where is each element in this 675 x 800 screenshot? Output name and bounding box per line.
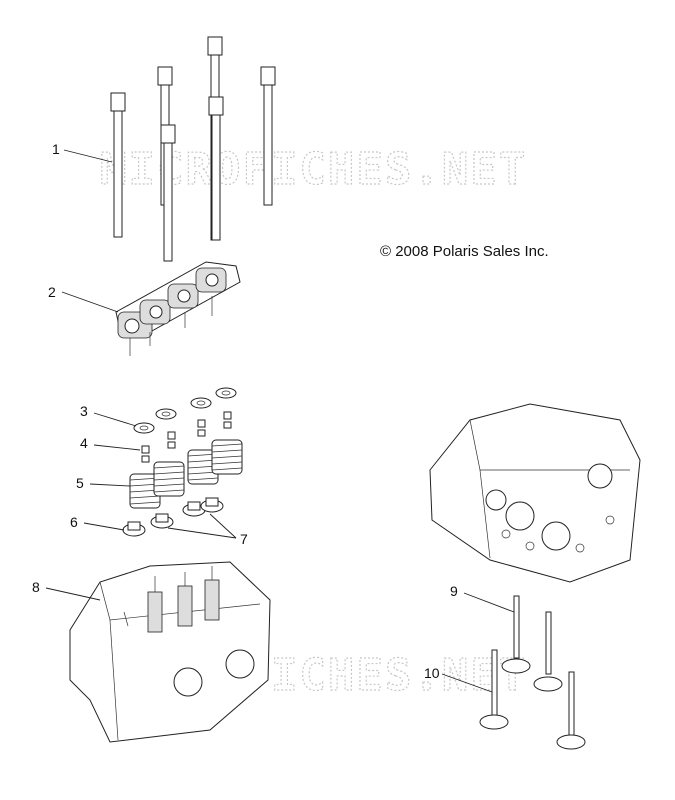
callout-5: 5: [76, 475, 84, 491]
valve-keeper-icon[interactable]: [141, 411, 232, 463]
callout-7: 7: [240, 531, 248, 547]
valve-seal-icon[interactable]: [122, 497, 224, 537]
leader-line-7a: [167, 527, 237, 539]
head-bolt-icon[interactable]: [110, 36, 276, 262]
callout-1: 1: [52, 141, 60, 157]
leader-line-2: [61, 291, 119, 313]
leader-line-5: [89, 483, 131, 487]
callout-10: 10: [424, 665, 440, 681]
leader-line-10: [441, 673, 493, 693]
intake-valve-icon[interactable]: [501, 595, 563, 692]
cylinder-head-icon[interactable]: [69, 561, 271, 743]
exhaust-valve-icon[interactable]: [479, 649, 586, 750]
leader-line-1: [63, 149, 113, 163]
callout-9: 9: [450, 583, 458, 599]
leader-line-6: [83, 522, 125, 531]
rocker-arm-assembly-icon[interactable]: [115, 261, 241, 356]
callout-8: 8: [32, 579, 40, 595]
callout-4: 4: [80, 435, 88, 451]
callout-6: 6: [70, 514, 78, 530]
leader-line-8: [45, 587, 101, 601]
valve-spring-icon[interactable]: [129, 439, 243, 509]
leader-line-9: [463, 592, 515, 613]
copyright-text: © 2008 Polaris Sales Inc.: [380, 243, 549, 260]
callout-3: 3: [80, 403, 88, 419]
valve-spring-retainer-icon[interactable]: [133, 387, 237, 434]
leader-line-4: [93, 444, 141, 451]
leader-line-7b: [209, 513, 237, 539]
callout-2: 2: [48, 284, 56, 300]
leader-line-3: [93, 412, 137, 427]
cylinder-head-underside-icon: [429, 403, 641, 583]
